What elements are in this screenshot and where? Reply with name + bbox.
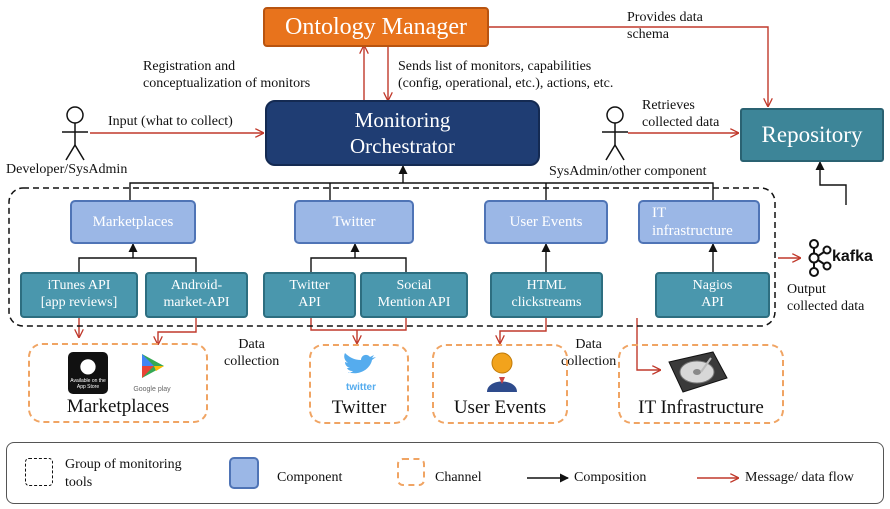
legend-group-label: Group of monitoring tools (65, 457, 182, 490)
legend-composition-label: Composition (574, 470, 647, 485)
legend-message-flow-label: Message/ data flow (745, 470, 854, 485)
composition-kafka-to-repository (815, 161, 847, 205)
flow-nagios-down (636, 318, 660, 370)
social-mention-api-node: Social Mention API (360, 272, 468, 318)
channel-twitter: twitter Twitter (309, 344, 409, 424)
legend-group-swatch (25, 458, 53, 486)
label-sysadmin-other: SysAdmin/other component (549, 164, 707, 179)
label-data-collection-2: Data collection (561, 337, 617, 369)
flow-android-down (158, 318, 197, 344)
legend-channel-label: Channel (435, 470, 482, 485)
channel-label-marketplaces: Marketplaces (66, 396, 170, 417)
legend: Group of monitoring tools Component Chan… (6, 442, 884, 504)
google-play-icon: Google play (130, 351, 174, 395)
channel-label-twitter: Twitter (331, 397, 387, 418)
flow-ontology-to-repository (489, 26, 768, 106)
label-data-collection-1: Data collection (224, 337, 280, 369)
sysadmin-actor-icon (602, 106, 628, 161)
label-developer: Developer/SysAdmin (6, 162, 128, 177)
composition-twitter (310, 244, 407, 272)
ontology-manager-node: Ontology Manager (263, 7, 489, 47)
itunes-api-node: iTunes API [app reviews] (20, 272, 138, 318)
kafka-label: kafka (832, 248, 873, 265)
flow-twitter-channel (310, 318, 407, 343)
channel-it-infrastructure: IT Infrastructure (618, 344, 784, 424)
legend-component-swatch (229, 457, 259, 489)
group-marketplaces: Marketplaces (70, 200, 196, 244)
app-store-icon: ● Available on the App Store (68, 352, 108, 394)
monitoring-orchestrator-node: Monitoring Orchestrator (265, 100, 540, 166)
label-output: Output collected data (787, 282, 865, 314)
twitter-bird-icon: twitter (336, 352, 386, 393)
label-provides-schema: Provides data schema (627, 10, 703, 42)
repository-node: Repository (740, 108, 884, 162)
composition-groups-to-orchestrator (129, 166, 714, 200)
nagios-api-node: Nagios API (655, 272, 770, 318)
user-icon (484, 350, 520, 394)
group-twitter: Twitter (294, 200, 414, 244)
label-sends-list: Sends list of monitors, capabilities (co… (398, 59, 614, 91)
android-api-node: Android- market-API (145, 272, 248, 318)
hard-drive-icon (665, 348, 731, 396)
channel-label-it-infrastructure: IT Infrastructure (638, 397, 764, 418)
monitoring-tools-group (8, 187, 776, 327)
group-it-infrastructure: IT infrastructure (638, 200, 760, 244)
label-registration: Registration and conceptualization of mo… (143, 59, 311, 91)
channel-marketplaces: ● Available on the App Store Google play… (28, 343, 208, 423)
composition-market (78, 244, 197, 272)
html-clickstreams-node: HTML clickstreams (490, 272, 603, 318)
developer-actor-icon (62, 106, 88, 161)
channel-user-events: User Events (432, 344, 568, 424)
flow-html-down (500, 318, 547, 343)
legend-channel-swatch (397, 458, 425, 486)
group-user-events: User Events (484, 200, 608, 244)
legend-component-label: Component (277, 470, 343, 485)
label-input: Input (what to collect) (108, 114, 233, 129)
label-retrieves: Retrieves collected data (642, 98, 720, 130)
channel-label-user-events: User Events (453, 397, 547, 418)
kafka-logo-icon (808, 239, 832, 277)
twitter-api-node: Twitter API (263, 272, 356, 318)
